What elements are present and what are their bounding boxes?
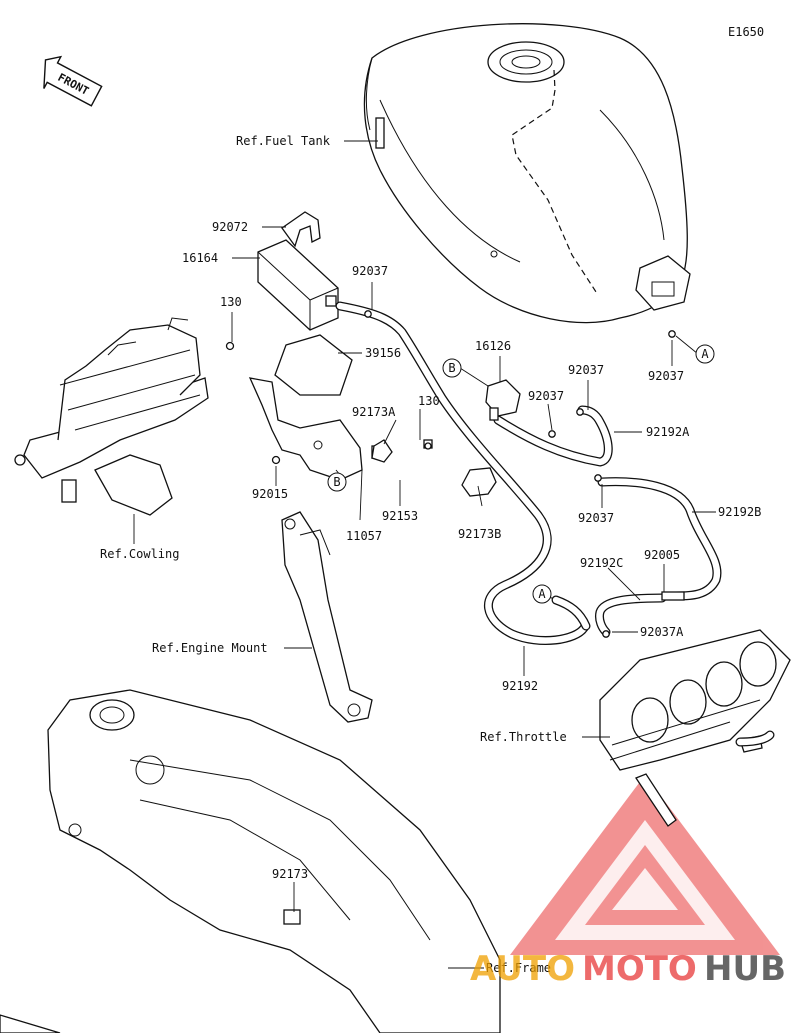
label-16126: 16126 bbox=[475, 339, 511, 353]
hose-network bbox=[335, 301, 775, 747]
label-ref-throttle: Ref.Throttle bbox=[480, 730, 567, 744]
label-92173b: 92173B bbox=[458, 527, 501, 541]
callout-b-label: B bbox=[333, 475, 340, 489]
watermark-part1: AUTO bbox=[470, 949, 575, 989]
label-16164: 16164 bbox=[182, 251, 218, 265]
cowling-stay bbox=[14, 317, 209, 516]
label-39156: 39156 bbox=[365, 346, 401, 360]
label-11057: 11057 bbox=[346, 529, 382, 543]
label-92037a: 92037A bbox=[640, 625, 684, 639]
label-130-mid: 130 bbox=[418, 394, 440, 408]
label-92192b: 92192B bbox=[718, 505, 761, 519]
watermark-part2: MOTO bbox=[582, 949, 697, 989]
strap-92072 bbox=[281, 211, 321, 248]
canister-16164 bbox=[257, 239, 339, 331]
label-ref-frame: Ref.Frame bbox=[486, 961, 551, 975]
label-92037-tank: 92037 bbox=[648, 369, 684, 383]
label-ref-engine-mount: Ref.Engine Mount bbox=[152, 641, 268, 655]
watermark-logo bbox=[510, 775, 780, 955]
engine-mount bbox=[281, 511, 373, 723]
diagram-code: E1650 bbox=[728, 25, 764, 39]
label-92037-r3: 92037 bbox=[578, 511, 614, 525]
valve-16126 bbox=[485, 379, 521, 421]
label-92015: 92015 bbox=[252, 487, 288, 501]
label-92173a: 92173A bbox=[352, 405, 396, 419]
label-92037-r2: 92037 bbox=[528, 389, 564, 403]
callout-b-label: B bbox=[448, 361, 455, 375]
label-ref-fuel-tank: Ref.Fuel Tank bbox=[236, 134, 331, 148]
callout-b-hose: B bbox=[442, 358, 462, 378]
label-92037-r1: 92037 bbox=[568, 363, 604, 377]
callout-a-label: A bbox=[701, 347, 709, 361]
label-92005: 92005 bbox=[644, 548, 680, 562]
watermark-part3: HUB bbox=[704, 949, 786, 989]
label-130-left: 130 bbox=[220, 295, 242, 309]
label-92192c: 92192C bbox=[580, 556, 623, 570]
label-92192a: 92192A bbox=[646, 425, 690, 439]
callout-a-label: A bbox=[538, 587, 546, 601]
label-92192: 92192 bbox=[502, 679, 538, 693]
throttle-bodies bbox=[599, 629, 791, 827]
callout-a-hose: A bbox=[532, 584, 552, 604]
label-92037-top: 92037 bbox=[352, 264, 388, 278]
clamps bbox=[225, 310, 685, 638]
callout-b-bracket: B bbox=[327, 472, 347, 492]
clip-92173b bbox=[461, 467, 497, 497]
label-92153: 92153 bbox=[382, 509, 418, 523]
label-92173: 92173 bbox=[272, 867, 308, 881]
front-arrow-icon: FRONT bbox=[43, 55, 103, 107]
callout-a-tank: A bbox=[695, 344, 715, 364]
part-labels: E1650 Ref.Fuel Tank 92072 16164 92037 13… bbox=[100, 25, 764, 975]
frame bbox=[0, 689, 501, 1033]
watermark-text: AUTO MOTO HUB bbox=[470, 949, 786, 989]
clip-92173a bbox=[371, 439, 393, 463]
bracket-39156 bbox=[274, 334, 353, 396]
label-92072: 92072 bbox=[212, 220, 248, 234]
fuel-tank bbox=[363, 23, 691, 324]
label-ref-cowling: Ref.Cowling bbox=[100, 547, 179, 561]
